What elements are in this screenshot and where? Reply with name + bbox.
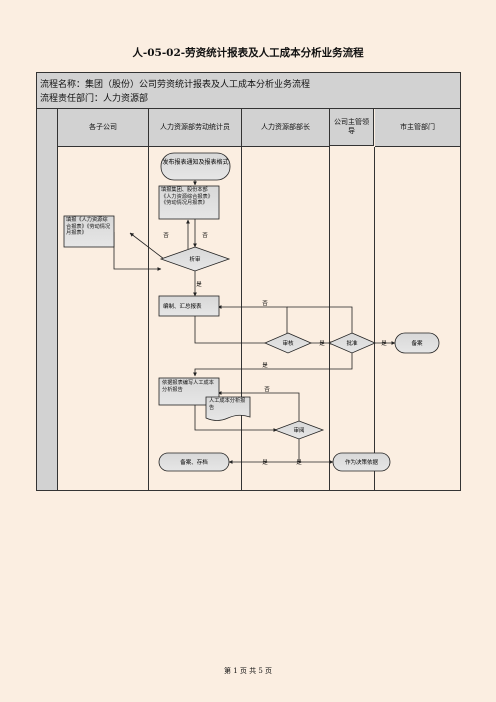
lane-hr-director [242, 147, 330, 490]
label-yes-6: 是 [296, 459, 302, 466]
edge-subsidiary-to-analyze [113, 232, 162, 271]
lane-label: 人力资源部部长 [261, 122, 310, 131]
node-analyze-text: 析审 [189, 255, 201, 263]
node-group-report: 填报集团、股份本部《人力资源综合报表》《劳动情况月报表》 [158, 185, 220, 220]
label-no-1: 否 [163, 232, 169, 239]
node-decision-basis-text: 作为决策依据 [345, 458, 379, 466]
node-cost-document-text: 人工成本分析报告 [209, 398, 246, 411]
node-file-city: 备案 [394, 332, 440, 354]
node-cost-report-text: 依据报表编写人工成本分析报告 [162, 380, 214, 393]
lane-label: 市主管部门 [400, 122, 435, 131]
lane-header-leader: 公司主管领导 [330, 109, 374, 146]
edge-analyze-reject-subsidiary [129, 232, 165, 260]
node-approve-text: 批准 [346, 339, 358, 347]
node-decision-basis: 作为决策依据 [332, 452, 391, 472]
node-cost-document: 人工成本分析报告 [205, 396, 251, 421]
edge-review2-reject [217, 391, 300, 421]
node-group-report-text: 填报集团、股份本部《人力资源综合报表》《劳动情况月报表》 [161, 187, 213, 206]
node-analyze: 析审 [159, 246, 231, 272]
flowchart-frame: 流程名称：集团（股份）公司劳资统计报表及人工成本分析业务流程 流程责任部门：人力… [36, 72, 461, 491]
lane-label: 公司主管领导 [334, 117, 369, 135]
label-yes-1: 是 [196, 281, 202, 288]
node-approve: 批准 [327, 332, 377, 354]
lane-leader [330, 147, 375, 490]
label-yes-3: 是 [381, 340, 387, 347]
node-review2-text: 审阅 [293, 426, 304, 434]
lane-header-statistician: 人力资源部劳动统计员 [149, 109, 242, 147]
node-notify: 发布报表通知及报表格式 [160, 152, 231, 181]
label-yes-2: 是 [319, 340, 325, 347]
lane-header-hr-director: 人力资源部部长 [242, 109, 330, 147]
label-yes-4: 是 [262, 362, 268, 369]
page-footer: 第 1 页 共 5 页 [223, 667, 273, 675]
lane-label: 人力资源部劳动统计员 [160, 122, 230, 131]
process-owner: 流程责任部门：人力资源部 [40, 94, 149, 104]
node-archive: 备案、存档 [158, 452, 230, 472]
lane-statistician [149, 147, 242, 490]
edge-approve-reject [287, 306, 353, 333]
node-archive-text: 备案、存档 [180, 458, 208, 466]
node-file-city-text: 备案 [411, 339, 423, 347]
node-review2: 审阅 [273, 420, 325, 440]
left-strip [37, 109, 58, 490]
label-no-4: 否 [264, 386, 270, 393]
node-review1: 审核 [263, 332, 313, 354]
label-yes-5: 是 [262, 459, 268, 466]
edge-compile-to-review1 [194, 316, 288, 345]
node-notify-text: 发布报表通知及报表格式 [162, 158, 228, 166]
node-review1-text: 审核 [282, 339, 294, 347]
svg-text:发布报表通知及报表格式: 发布报表通知及报表格式 [162, 158, 228, 166]
label-no-2: 否 [202, 232, 208, 239]
node-compile-text: 编制、汇总报表 [163, 302, 202, 310]
page-title: 人-05-02-劳资统计报表及人工成本分析业务流程 [132, 47, 364, 59]
lane-header-city-dept: 市主管部门 [375, 109, 460, 147]
edge-approve-to-cost-report [193, 353, 353, 377]
label-no-3: 否 [262, 300, 268, 307]
node-compile: 编制、汇总报表 [158, 295, 220, 317]
edge-review1-reject [217, 305, 288, 338]
node-subsidiary-report-text: 填报《人力资源综合报表》《劳动情况月报表》 [66, 217, 111, 236]
flow-diagram: 发布报表通知及报表格式 填报集团、股份本部《人力资源综合报表》《劳动情况月报表》… [63, 152, 440, 472]
lane-subsidiaries [58, 147, 149, 490]
process-header: 流程名称：集团（股份）公司劳资统计报表及人工成本分析业务流程 流程责任部门：人力… [37, 73, 460, 109]
edge-review2-to-archive [228, 439, 300, 464]
edge-cost-to-review2 [194, 405, 278, 432]
process-name: 流程名称：集团（股份）公司劳资统计报表及人工成本分析业务流程 [40, 80, 311, 90]
lane-header-subsidiaries: 各子公司 [58, 109, 149, 147]
node-subsidiary-report: 填报《人力资源综合报表》《劳动情况月报表》 [63, 215, 115, 248]
lane-label: 各子公司 [89, 122, 117, 131]
